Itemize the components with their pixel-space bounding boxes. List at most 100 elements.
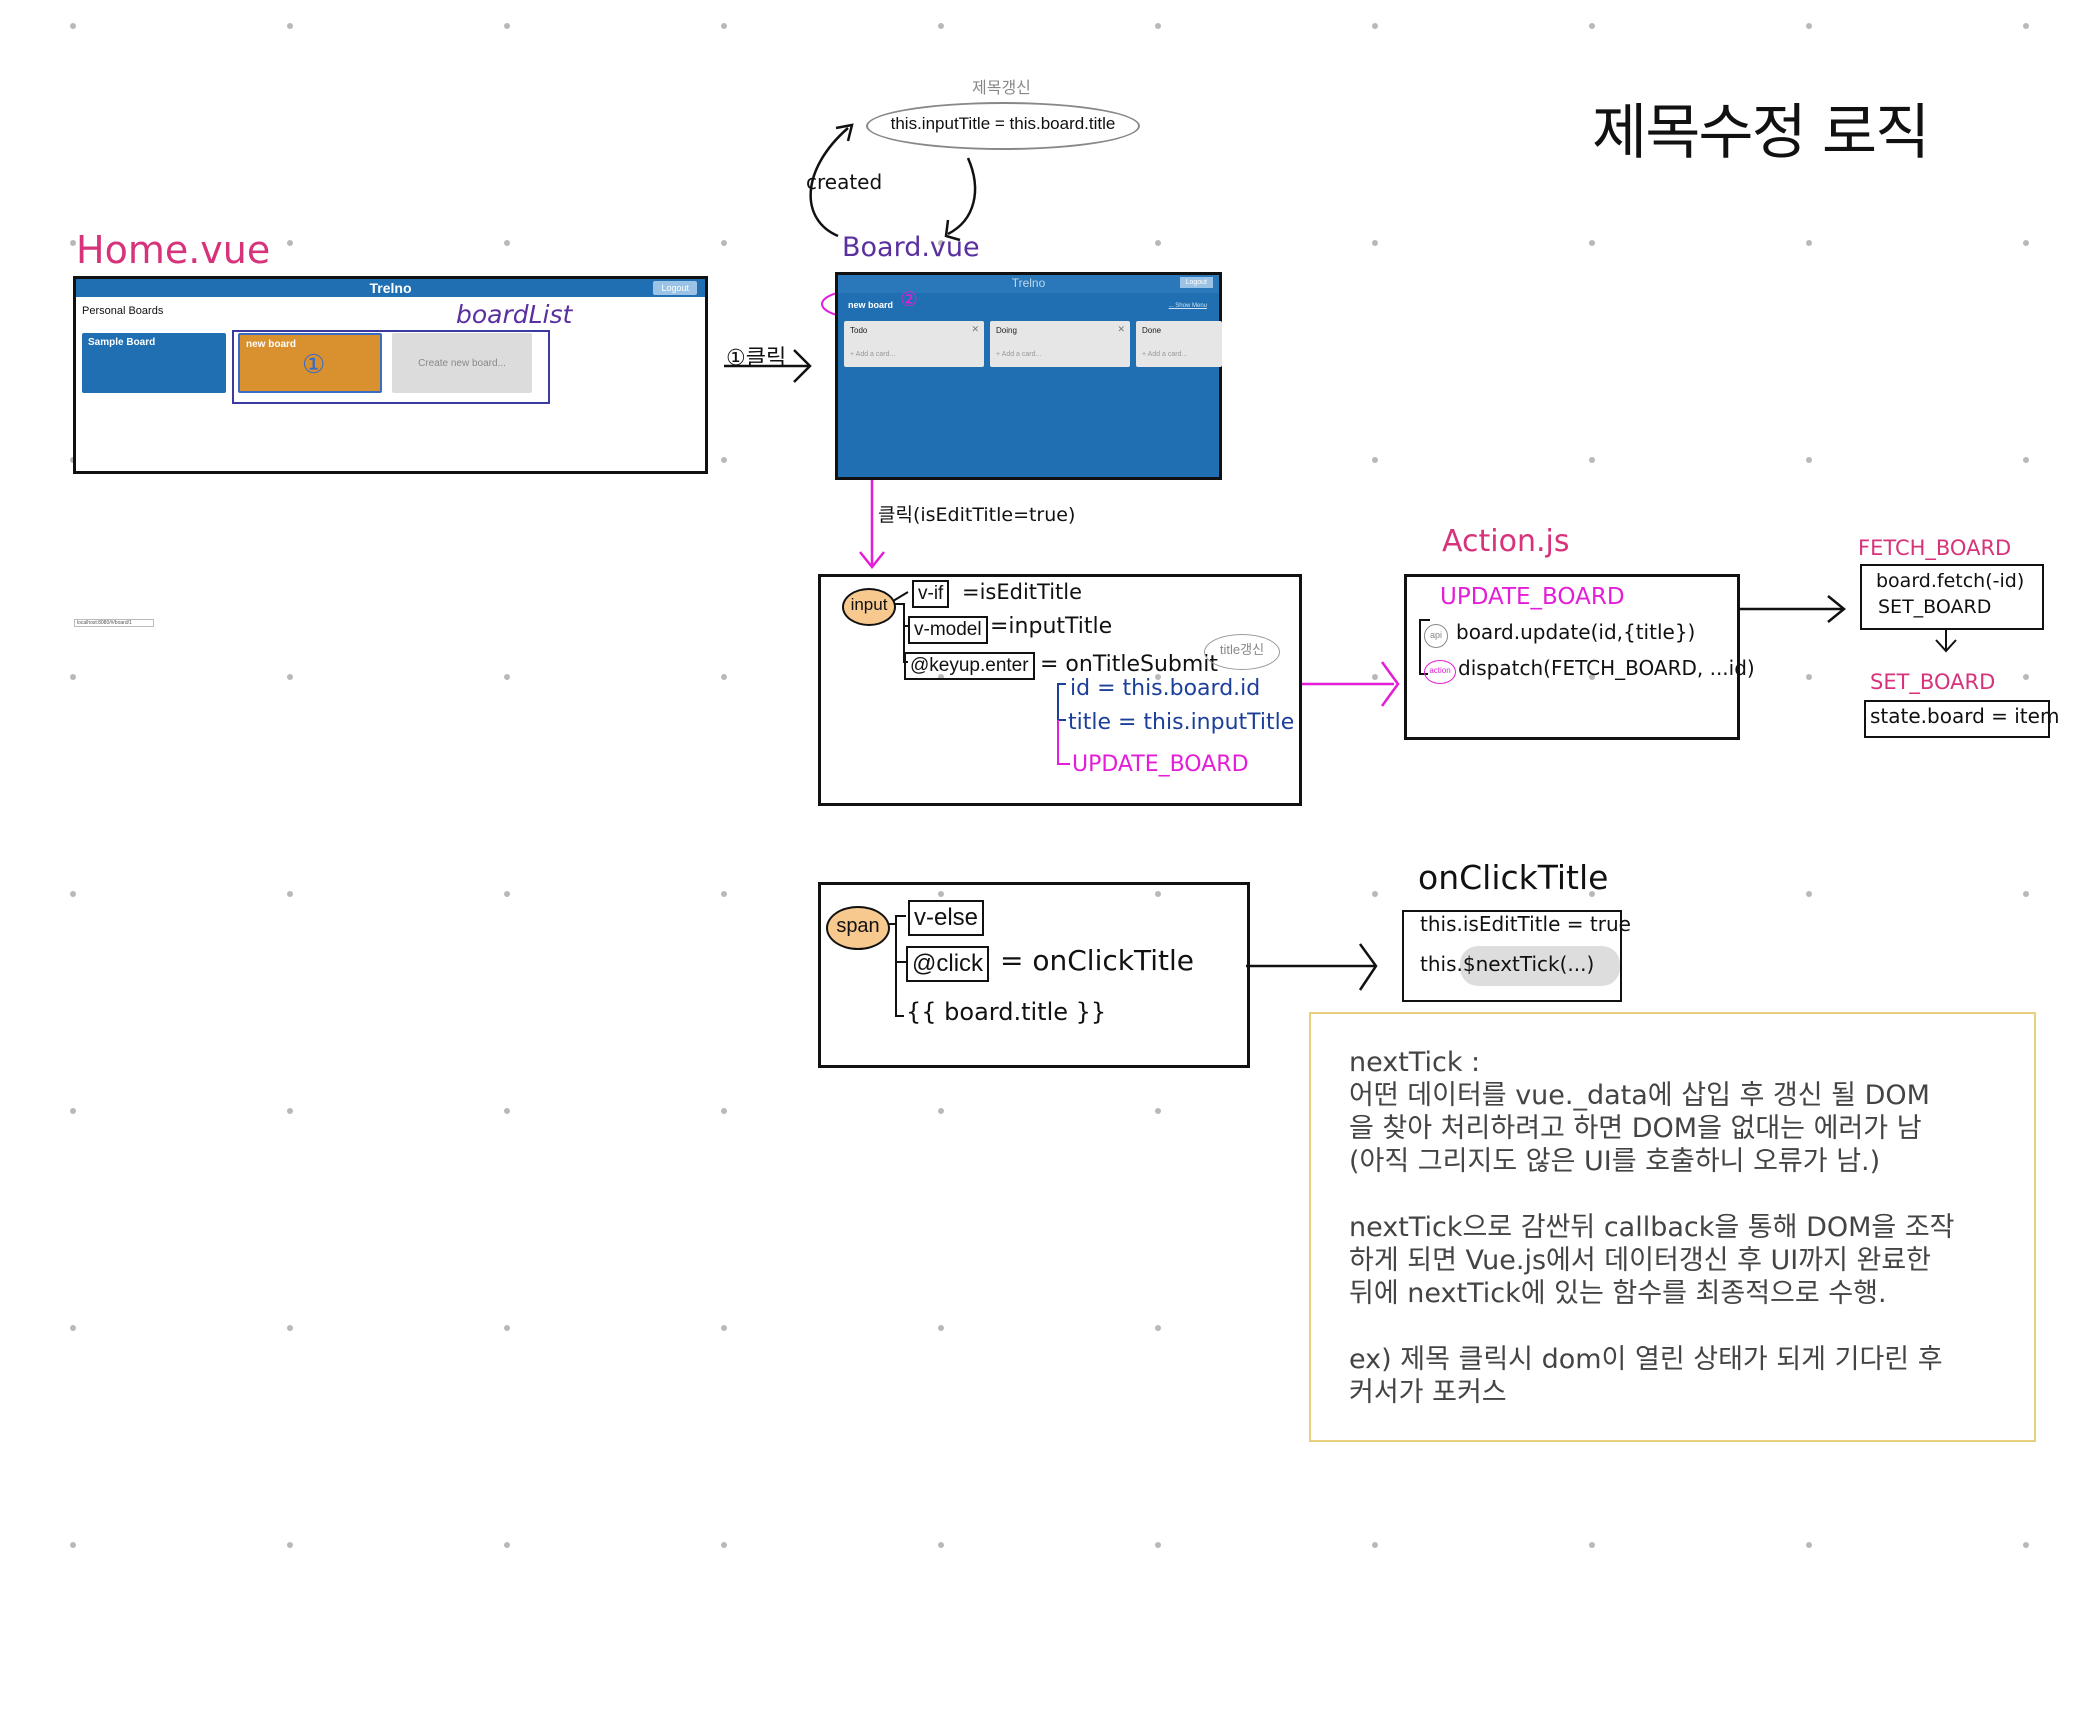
board-vue-label: Board.vue: [842, 232, 980, 263]
nexttick-highlight: [1460, 946, 1620, 986]
grid-dot: [70, 891, 76, 897]
list-title: Todo: [850, 326, 868, 335]
grid-dot: [2023, 23, 2029, 29]
personal-boards-heading: Personal Boards: [82, 305, 164, 317]
list-title: Doing: [996, 326, 1017, 335]
close-icon[interactable]: ✕: [1117, 324, 1125, 334]
grid-dot: [1155, 23, 1161, 29]
create-new-board-tile[interactable]: Create new board...: [392, 333, 532, 393]
board-screenshot: Trelno Logout new board ② ... Show Menu …: [835, 272, 1222, 480]
title-update-note-oval: title갱신: [1204, 634, 1280, 670]
board-name-title[interactable]: new board: [848, 300, 894, 310]
set-board-block: [1864, 700, 2050, 738]
step-two-marker: ②: [900, 289, 918, 311]
grid-dot: [1589, 1542, 1595, 1548]
board-logout-button[interactable]: Logout: [1179, 277, 1213, 288]
grid-dot: [1806, 1542, 1812, 1548]
submit-update-board-line: UPDATE_BOARD: [1072, 752, 1249, 777]
grid-dot: [287, 240, 293, 246]
api-tag: api: [1429, 630, 1442, 640]
grid-dot: [721, 457, 727, 463]
grid-dot: [287, 674, 293, 680]
grid-dot: [938, 1542, 944, 1548]
v-model-tag: v-model: [908, 616, 988, 644]
span-block: [818, 882, 1250, 1068]
fetch-line-2: SET_BOARD: [1878, 596, 1992, 618]
submit-id-line: id = this.board.id: [1070, 676, 1261, 701]
grid-dot: [721, 1542, 727, 1548]
submit-title-line: title = this.inputTitle: [1068, 710, 1295, 735]
add-card-link[interactable]: + Add a card...: [1142, 351, 1188, 358]
grid-dot: [70, 23, 76, 29]
span-tag-oval: span: [826, 906, 890, 950]
page-title: 제목수정 로직: [1592, 98, 1930, 168]
grid-dot: [287, 23, 293, 29]
grid-dot: [1155, 240, 1161, 246]
grid-dot: [1589, 891, 1595, 897]
grid-dot: [504, 1108, 510, 1114]
grid-dot: [721, 23, 727, 29]
grid-dot: [2023, 891, 2029, 897]
close-icon[interactable]: ✕: [971, 324, 979, 334]
board-header-bar: Trelno Logout: [838, 275, 1219, 293]
sample-board-tile[interactable]: Sample Board: [82, 333, 226, 393]
grid-dot: [504, 891, 510, 897]
list-todo: Todo ✕ + Add a card...: [844, 321, 984, 367]
show-menu-link[interactable]: ... Show Menu: [1168, 303, 1207, 309]
home-header-bar: Trelno Logout: [76, 279, 705, 297]
grid-dot: [938, 1108, 944, 1114]
click-edit-title-label: 클릭(isEditTitle=true): [878, 504, 1076, 526]
url-bar: localhost:8080/#/board/1: [74, 619, 154, 627]
v-else-tag: v-else: [908, 900, 985, 936]
arrow-fetch-to-setboard: [1935, 630, 1957, 653]
at-click-tag: @click: [906, 946, 990, 982]
board-title-mustache: {{ board.title }}: [906, 998, 1107, 1026]
step-one-click-label: ①클릭: [726, 346, 787, 371]
v-if-value: =isEditTitle: [962, 580, 1083, 604]
submit-bracket-lines: [1057, 683, 1066, 721]
title-update-note: title갱신: [1219, 642, 1265, 657]
step-one-marker: ①: [302, 349, 326, 379]
grid-dot: [1372, 240, 1378, 246]
api-tag-oval: api: [1424, 624, 1448, 648]
grid-dot: [2023, 674, 2029, 680]
new-board-tile[interactable]: new board ①: [238, 333, 382, 393]
set-board-line: state.board = item: [1870, 704, 2060, 728]
fetch-board-label: FETCH_BOARD: [1858, 536, 2012, 560]
list-doing: Doing ✕ + Add a card...: [990, 321, 1130, 367]
grid-dot: [938, 1325, 944, 1331]
action-tag-oval: action: [1424, 660, 1456, 684]
action-block: [1404, 574, 1740, 740]
input-tag-oval: input: [842, 588, 896, 626]
action-js-label: Action.js: [1442, 524, 1570, 559]
keyup-enter-tag: @keyup.enter: [904, 652, 1035, 680]
grid-dot: [1155, 891, 1161, 897]
grid-dot: [287, 1542, 293, 1548]
grid-dot: [504, 1325, 510, 1331]
add-card-link[interactable]: + Add a card...: [996, 351, 1042, 358]
grid-dot: [504, 240, 510, 246]
grid-dot: [1589, 674, 1595, 680]
grid-dot: [1372, 457, 1378, 463]
board-list-outline: [232, 330, 550, 404]
created-label: created: [806, 170, 883, 194]
grid-dot: [1372, 674, 1378, 680]
add-card-link[interactable]: + Add a card...: [850, 351, 896, 358]
grid-dot: [1806, 23, 1812, 29]
created-assignment: this.inputTitle = this.board.title: [890, 114, 1116, 133]
v-if-tag: v-if: [912, 580, 950, 608]
on-click-title-label: onClickTitle: [1418, 858, 1609, 897]
arrow-action-to-fetch: [1738, 595, 1846, 623]
home-app-title: Trelno: [369, 280, 412, 296]
grid-dot: [504, 23, 510, 29]
home-logout-button[interactable]: Logout: [653, 281, 697, 295]
grid-dot: [721, 1108, 727, 1114]
grid-dot: [287, 1325, 293, 1331]
keyup-enter-value: = onTitleSubmit: [1040, 652, 1219, 677]
grid-dot: [721, 674, 727, 680]
grid-dot: [2023, 240, 2029, 246]
on-click-line-1: this.isEditTitle = true: [1420, 912, 1631, 936]
grid-dot: [1806, 891, 1812, 897]
grid-dot: [1372, 1542, 1378, 1548]
